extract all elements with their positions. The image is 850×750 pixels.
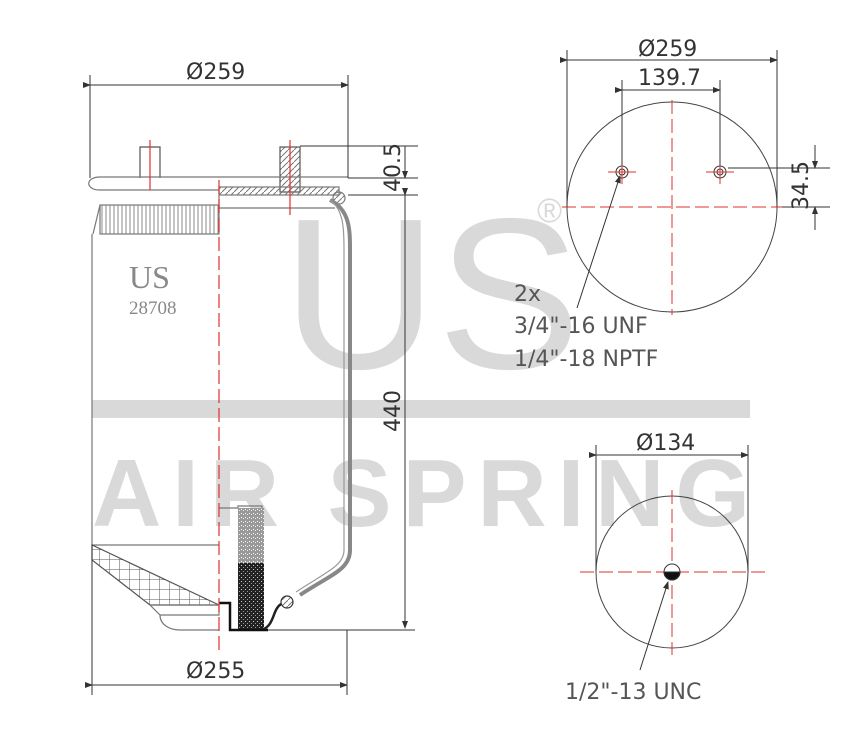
side-view xyxy=(88,140,352,650)
watermark-registered: ® xyxy=(537,192,562,230)
top-plate-view xyxy=(560,50,830,315)
watermark-brand: US xyxy=(282,173,581,414)
hole-spacing-dim: 139.7 xyxy=(638,66,701,91)
watermark-bar xyxy=(92,400,750,418)
stud-thread-note: 3/4"-16 UNF xyxy=(514,314,648,339)
side-view-label: US 28708 xyxy=(129,259,177,319)
part-number: 28708 xyxy=(129,298,177,319)
bottom-diameter-dim: Ø255 xyxy=(186,659,245,684)
top-diameter-dim: Ø259 xyxy=(186,60,245,85)
watermark-subtitle: AIR SPRING xyxy=(92,440,750,547)
air-fitting-note: 1/4"-18 NPTF xyxy=(514,347,658,372)
piston-thread-note: 1/2"-13 UNC xyxy=(565,680,701,705)
stud-height-dim: 40.5 xyxy=(381,143,406,192)
height-dim: 440 xyxy=(381,390,406,432)
piston-view xyxy=(580,445,765,671)
hole-offset-dim: 34.5 xyxy=(789,161,814,210)
part-logo: US xyxy=(129,259,170,295)
plate-diameter-dim: Ø259 xyxy=(638,37,697,62)
hole-count-note: 2x xyxy=(514,282,541,307)
side-view-dimensions xyxy=(83,75,418,695)
piston-diameter-dim: Ø134 xyxy=(636,431,695,456)
